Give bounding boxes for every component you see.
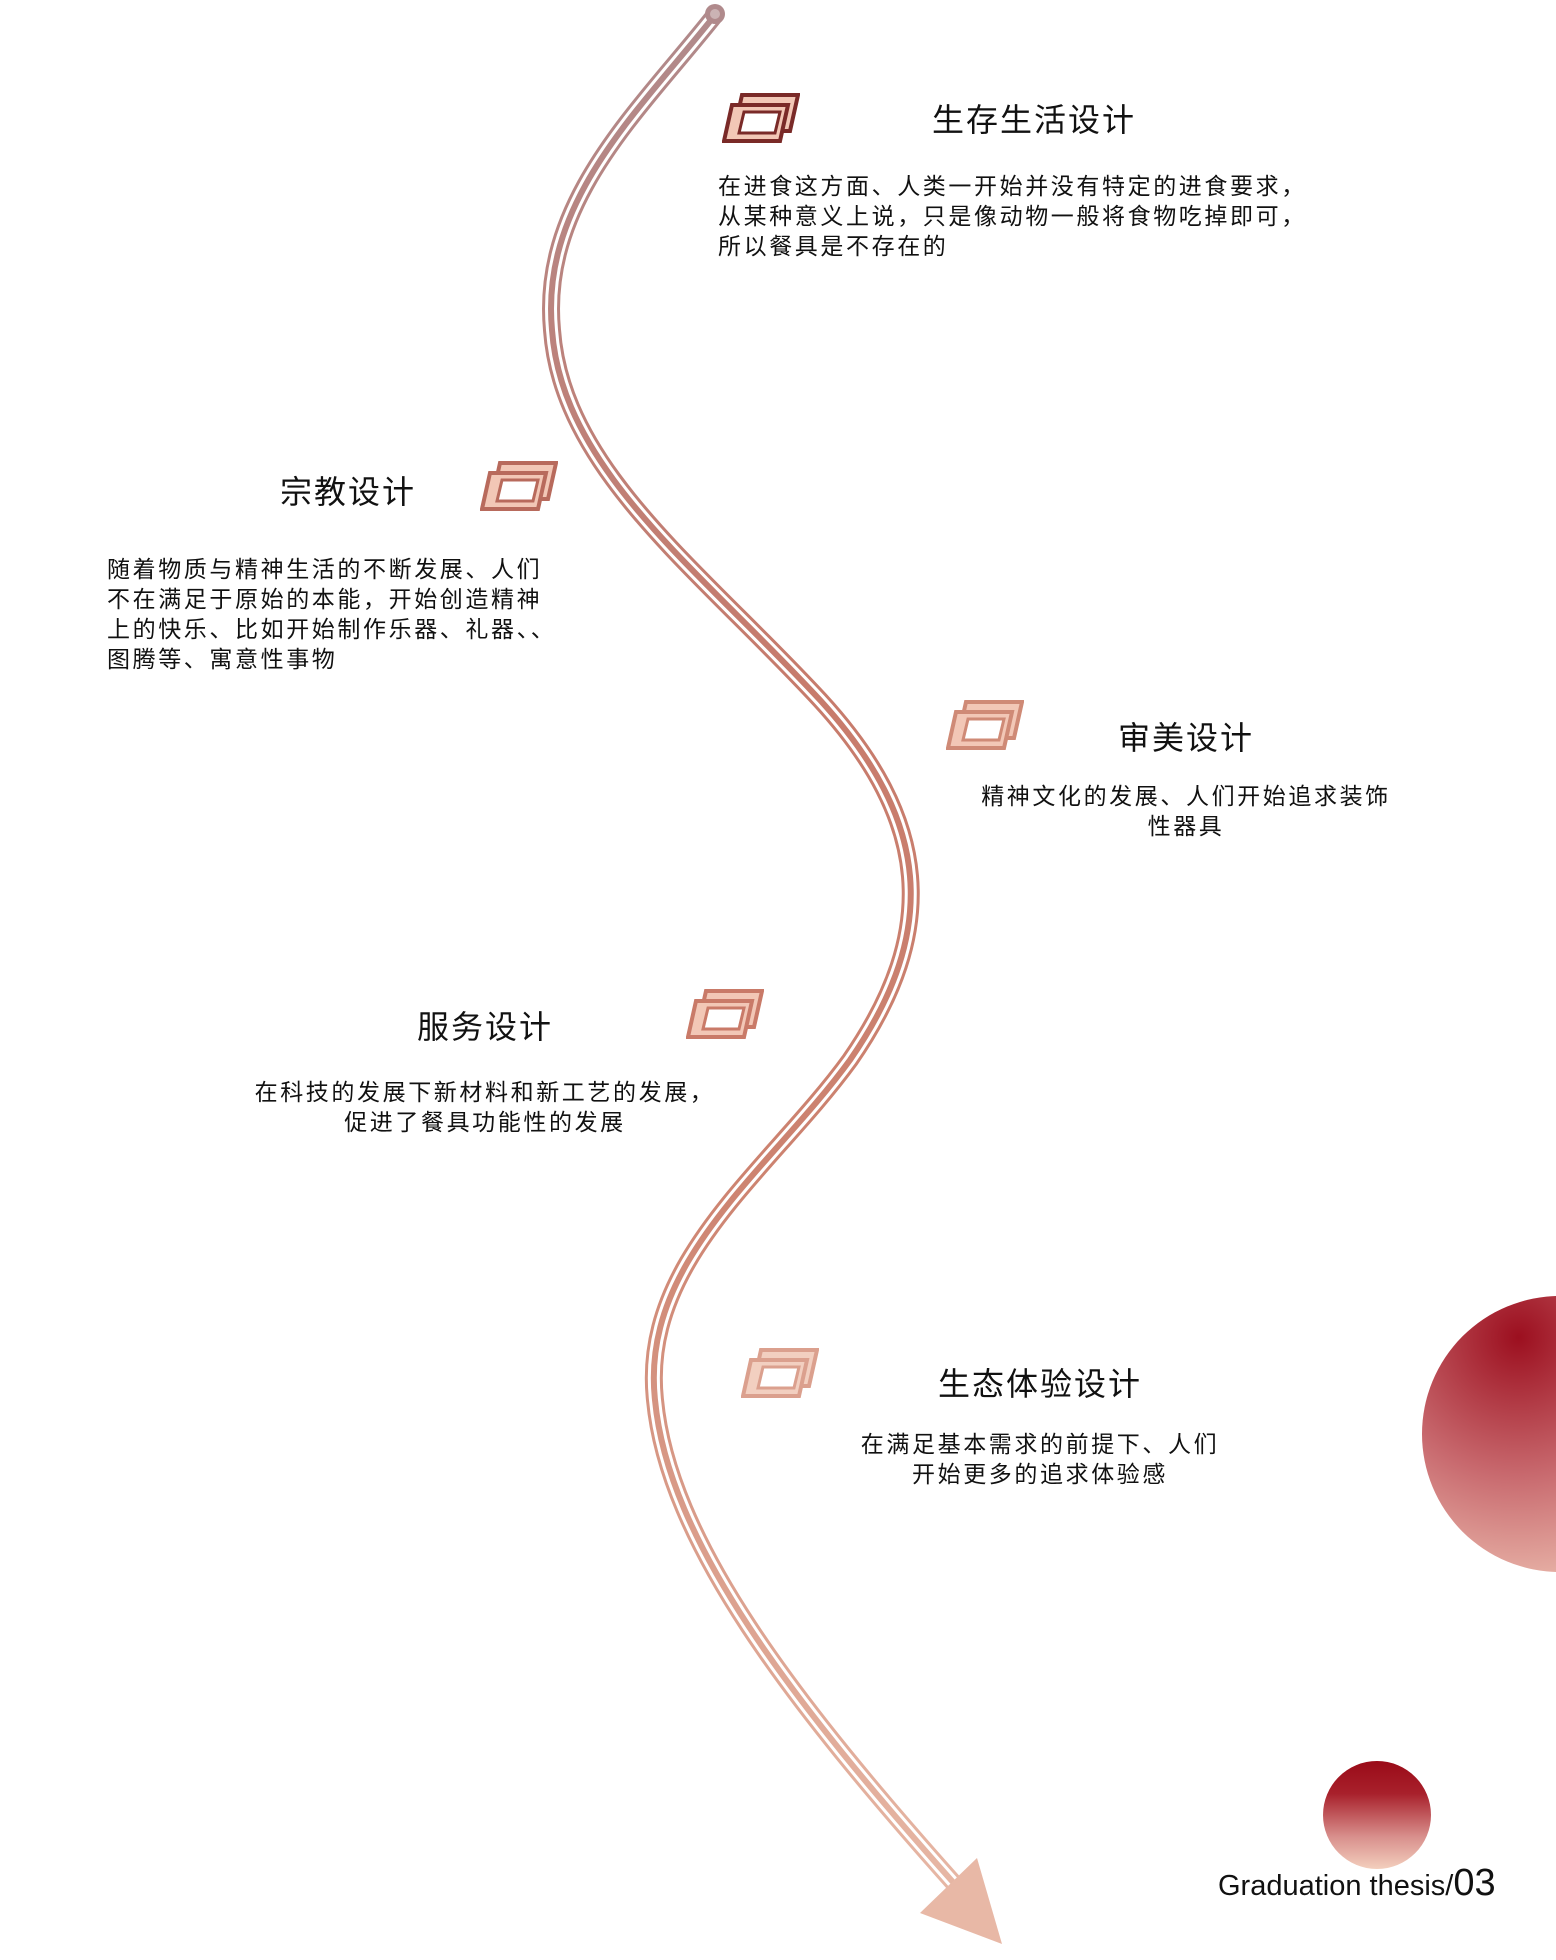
double-parallelogram-icon [946,700,1024,750]
body-line: 所以餐具是不存在的 [718,234,949,260]
body-line: 上的快乐、比如开始制作乐器、礼器、、 [107,617,557,643]
body-line: 精神文化的发展、人们开始追求装饰 [981,784,1391,810]
body-line: 开始更多的追求体验感 [912,1462,1168,1488]
double-parallelogram-icon [480,461,558,511]
body-line: 不在满足于原始的本能，开始创造精神 [107,587,543,613]
body-line: 从某种意义上说，只是像动物一般将食物吃掉即可， [718,204,1307,230]
decor-small-circle [1323,1761,1431,1869]
footer-label: Graduation thesis/ [1218,1870,1454,1902]
page-footer: Graduation thesis/03 [1218,1862,1496,1905]
stage-body-religion: 随着物质与精神生活的不断发展、人们 不在满足于原始的本能，开始创造精神 上的快乐… [107,555,556,675]
stage-body-survival: 在进食这方面、人类一开始并没有特定的进食要求， 从某种意义上说，只是像动物一般将… [718,172,1307,262]
body-line: 图腾等、寓意性事物 [107,647,338,673]
stage-title-aesthetic: 审美设计 [1117,719,1254,757]
body-line: 在满足基本需求的前提下、人们 [860,1432,1220,1458]
stage-title-eco-experience: 生态体验设计 [937,1365,1142,1403]
arrow-head-icon [920,1858,1002,1944]
body-line: 在科技的发展下新材料和新工艺的发展， [254,1080,716,1106]
stage-title-religion: 宗教设计 [280,473,417,511]
decor-big-circle [1422,1296,1556,1572]
double-parallelogram-icon [741,1348,819,1398]
body-line: 性器具 [1147,814,1225,840]
double-parallelogram-icon [722,93,800,143]
page-number: 03 [1453,1862,1496,1904]
double-parallelogram-icon [686,989,764,1039]
body-line: 随着物质与精神生活的不断发展、人们 [107,557,543,583]
stage-body-service: 在科技的发展下新材料和新工艺的发展， 促进了餐具功能性的发展 [210,1078,760,1138]
body-line: 促进了餐具功能性的发展 [344,1110,626,1136]
stage-body-aesthetic: 精神文化的发展、人们开始追求装饰 性器具 [936,782,1436,842]
stage-title-service: 服务设计 [416,1008,553,1046]
stage-body-eco-experience: 在满足基本需求的前提下、人们 开始更多的追求体验感 [790,1430,1290,1490]
body-line: 在进食这方面、人类一开始并没有特定的进食要求， [718,174,1307,200]
stage-title-survival: 生存生活设计 [932,101,1137,139]
